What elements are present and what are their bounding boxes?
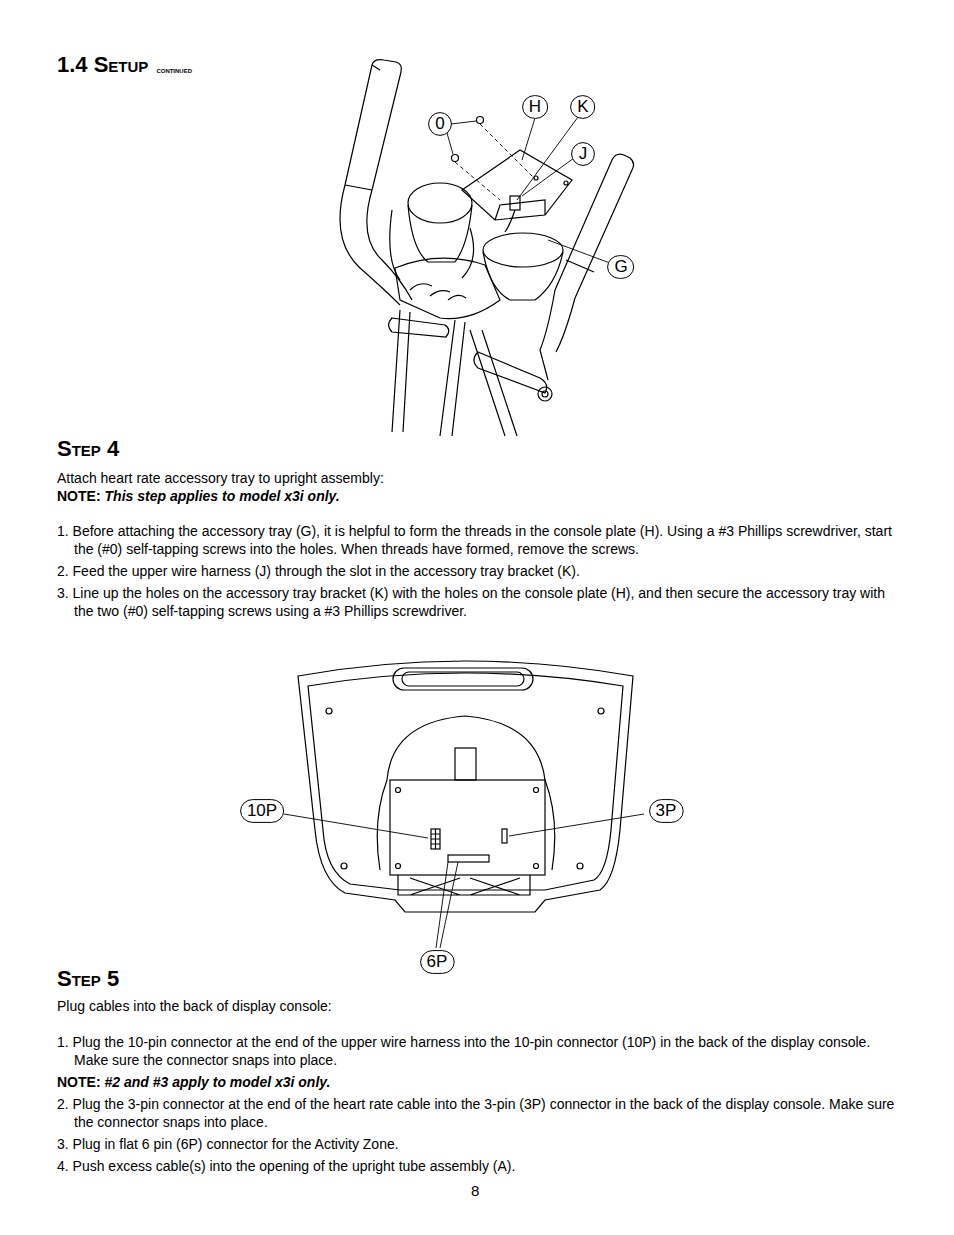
callout-label: J (571, 142, 595, 166)
instruction: 2. Plug the 3-pin connector at the end o… (57, 1095, 897, 1131)
instruction: 1. Plug the 10-pin connector at the end … (57, 1033, 897, 1069)
instruction: 3. Plug in flat 6 pin (6P) connector for… (57, 1135, 897, 1153)
callout-label: 10P (240, 799, 284, 823)
callout-label: H (522, 95, 548, 119)
callout-label: K (570, 95, 595, 119)
instruction: 4. Push excess cable(s) into the opening… (57, 1157, 897, 1175)
instruction: 3. Line up the holes on the accessory tr… (57, 584, 897, 620)
callout-label: G (607, 255, 634, 279)
page-number: 8 (471, 1182, 479, 1200)
callout-text: 3P (649, 799, 684, 823)
callout-label: 0 (428, 112, 452, 136)
callout-text: J (571, 142, 595, 166)
callout-text: G (607, 255, 634, 279)
callout-text: 0 (428, 112, 452, 136)
callout-text: H (522, 95, 548, 119)
note-text: This step applies to model x3i only. (105, 487, 340, 505)
callout-label: 6P (420, 950, 455, 974)
callout-text: 10P (240, 799, 284, 823)
console-drawing (298, 661, 633, 912)
step-intro: Plug cables into the back of display con… (57, 997, 897, 1015)
step-heading: Step 4 (57, 436, 119, 462)
leader-lines (447, 117, 610, 263)
note-label: NOTE: (57, 1073, 101, 1091)
title-suffix: continued (156, 61, 192, 79)
upright-drawing (340, 60, 634, 436)
instruction: 2. Feed the upper wire harness (J) throu… (57, 562, 897, 580)
section-title: 1.4 Setup (57, 52, 148, 78)
leader-lines (284, 814, 644, 948)
step-heading: Step 5 (57, 966, 119, 992)
callout-label: 3P (649, 799, 684, 823)
note-text: #2 and #3 apply to model x3i only. (105, 1073, 331, 1091)
callout-text: K (570, 95, 595, 119)
instruction: 1. Before attaching the accessory tray (… (57, 522, 897, 558)
step-intro: Attach heart rate accessory tray to upri… (57, 469, 897, 487)
callout-text: 6P (420, 950, 455, 974)
note-label: NOTE: (57, 487, 101, 505)
